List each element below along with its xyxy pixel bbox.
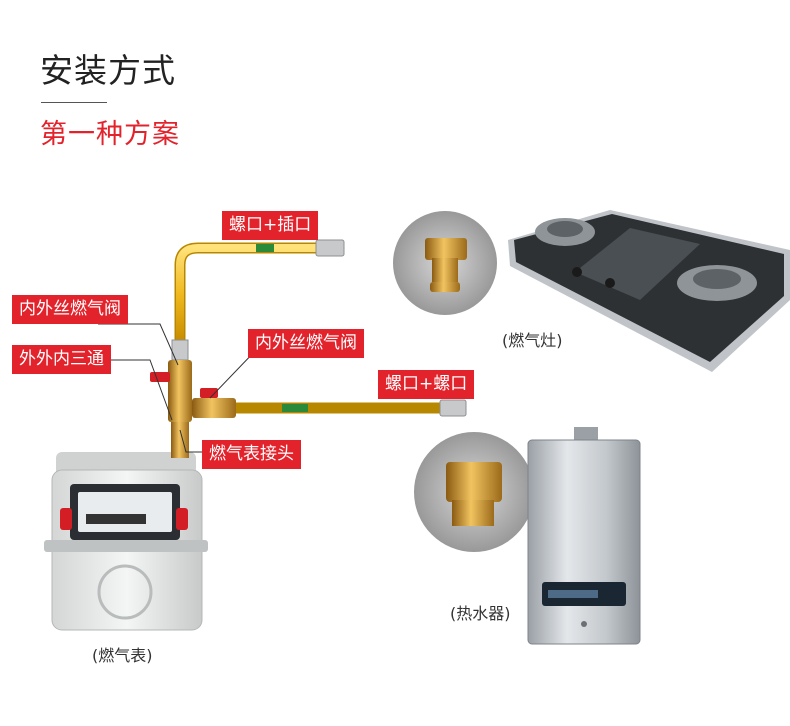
label-valve-right: 内外丝燃气阀 (248, 329, 364, 358)
caption-stove: (燃气灶) (502, 331, 563, 350)
caption-meter: (燃气表) (92, 646, 153, 665)
label-meter-joint: 燃气表接头 (202, 440, 301, 469)
caption-heater: (热水器) (450, 604, 511, 623)
title-divider (41, 102, 107, 103)
page-subtitle: 第一种方案 (40, 119, 180, 150)
page-title: 安装方式 (40, 51, 176, 90)
water-heater (527, 427, 641, 645)
label-valve-left: 内外丝燃气阀 (12, 295, 128, 324)
heater-fitting-zoom (414, 432, 534, 552)
label-socket-plug: 螺口+插口 (222, 211, 319, 240)
label-socket-socket: 螺口+螺口 (378, 370, 475, 399)
hose-assembly (150, 239, 467, 422)
gas-meter (44, 418, 208, 631)
label-tee: 外外内三通 (12, 345, 111, 374)
stove-fitting-zoom (393, 211, 497, 315)
gas-stove (508, 210, 790, 372)
